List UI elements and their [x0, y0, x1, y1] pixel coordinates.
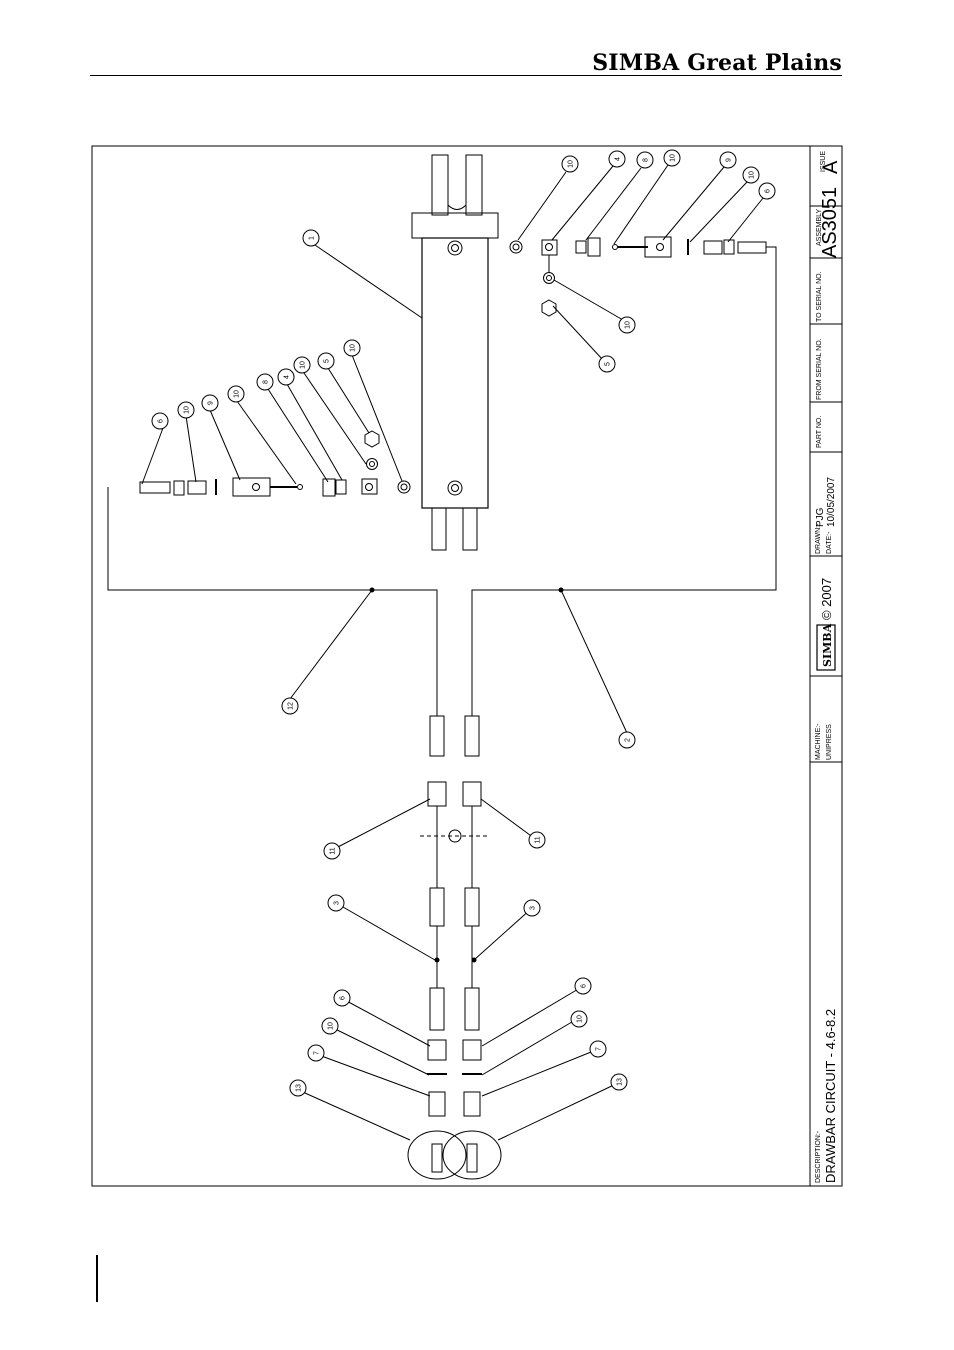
description-value: DRAWBAR CIRCUIT - 4.6-8.2 — [823, 1009, 838, 1183]
cylinder-end-cap — [412, 213, 498, 238]
balloon-number: 11 — [535, 836, 542, 843]
to-serial-label: TO SERIAL NO. — [816, 271, 823, 322]
balloon-number: 10 — [625, 321, 632, 329]
issue-value: A — [820, 161, 843, 174]
balloon-number: 3 — [334, 901, 341, 905]
balloon-number: 2 — [625, 738, 632, 742]
balloon-number: 10 — [350, 344, 357, 352]
machine-label: MACHINE:- — [815, 723, 822, 760]
balloon-number: 12 — [288, 702, 295, 710]
balloon-number: 6 — [581, 984, 588, 988]
cylinder-body — [422, 238, 488, 508]
simba-logo-text: SIMBA — [821, 623, 834, 667]
date-value: 10/05/2007 — [826, 477, 837, 527]
balloon-number: 5 — [605, 362, 612, 366]
balloon-number: 8 — [263, 380, 270, 384]
balloon-number: 10 — [749, 171, 756, 179]
balloon-number: 9 — [726, 158, 733, 162]
copyright-text: © 2007 — [819, 578, 834, 620]
description-label: DESCRIPTION:- — [815, 1131, 822, 1183]
balloon-number: 6 — [340, 996, 347, 1000]
balloon-number: 9 — [208, 401, 215, 405]
assembly-value: AS3051 — [819, 187, 842, 258]
balloon-number: 4 — [284, 375, 291, 379]
balloon-number: 10 — [670, 154, 677, 162]
balloon-number: 11 — [330, 847, 337, 854]
balloon-number: 10 — [234, 390, 241, 398]
balloon-number: 3 — [530, 906, 537, 910]
part-label: PART NO. — [816, 416, 823, 448]
balloon-number: 13 — [617, 1078, 624, 1086]
balloon-number: 1 — [309, 236, 316, 240]
balloon-number: 7 — [596, 1047, 603, 1051]
from-serial-label: FROM SERIAL NO. — [816, 338, 823, 400]
balloon-number: 10 — [568, 160, 575, 168]
balloon-number: 13 — [296, 1084, 303, 1092]
balloon-number: 10 — [328, 1022, 335, 1030]
balloon-number: 8 — [643, 158, 650, 162]
drawn-label: DRAWN:- — [815, 524, 822, 554]
balloon-number: 4 — [615, 157, 622, 161]
balloon-number: 10 — [184, 406, 191, 414]
balloon-number: 5 — [324, 359, 331, 363]
drawn-value: PJG — [815, 508, 826, 527]
balloon-number: 10 — [300, 361, 307, 369]
balloon-number: 6 — [158, 419, 165, 423]
date-label: DATE:- — [826, 532, 833, 554]
balloon-number: 6 — [765, 189, 772, 193]
balloon-number: 10 — [577, 1015, 584, 1023]
machine-value: UNIPRESS — [826, 724, 833, 760]
balloon-number: 7 — [314, 1051, 321, 1055]
